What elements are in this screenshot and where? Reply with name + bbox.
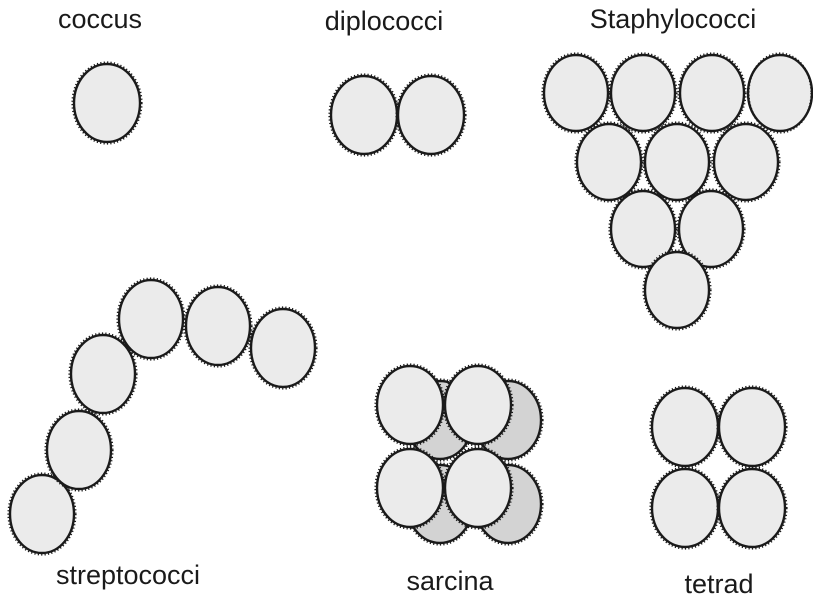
sarcina-cell-front [442,363,514,447]
diplococci-group: diplococci [325,6,467,157]
tetrad-label: tetrad [684,569,753,599]
streptococci-cell [68,332,138,416]
streptococci-cell [7,472,77,556]
staphylococci-group: Staphylococci [541,4,813,331]
coccus-label: coccus [58,4,142,34]
diplococci-label: diplococci [325,6,444,36]
coccus-group: coccus [58,4,143,145]
tetrad-cell [649,466,721,550]
sarcina-cell-front [374,446,446,530]
streptococci-cell [183,284,253,368]
diplococci-cell-right [395,73,467,157]
staphylococci-cell [746,52,813,134]
staphylococci-cell [608,188,678,270]
staphylococci-cell [677,52,747,134]
sarcina-cell-front [374,363,446,447]
coccus-cell [71,61,143,145]
tetrad-cell [649,385,721,469]
staphylococci-label: Staphylococci [590,4,757,34]
sarcina-label: sarcina [406,566,494,596]
streptococci-cell [116,277,186,361]
staphylococci-cell [608,52,678,134]
streptococci-cell [44,408,114,492]
staphylococci-cell [676,188,746,270]
sarcina-cell-front [442,446,514,530]
streptococci-label: streptococci [56,560,200,590]
diplococci-cell-left [328,73,400,157]
staphylococci-cell [574,121,644,203]
streptococci-cell [248,306,318,390]
sarcina-group: sarcina [374,363,544,596]
tetrad-cell [716,466,788,550]
tetrad-group: tetrad [649,385,788,599]
staphylococci-cell [642,249,712,331]
staphylococci-cell [642,121,712,203]
staphylococci-cell [711,121,781,203]
staphylococci-cell [541,52,611,134]
streptococci-group: streptococci [7,277,318,590]
tetrad-cell [716,385,788,469]
